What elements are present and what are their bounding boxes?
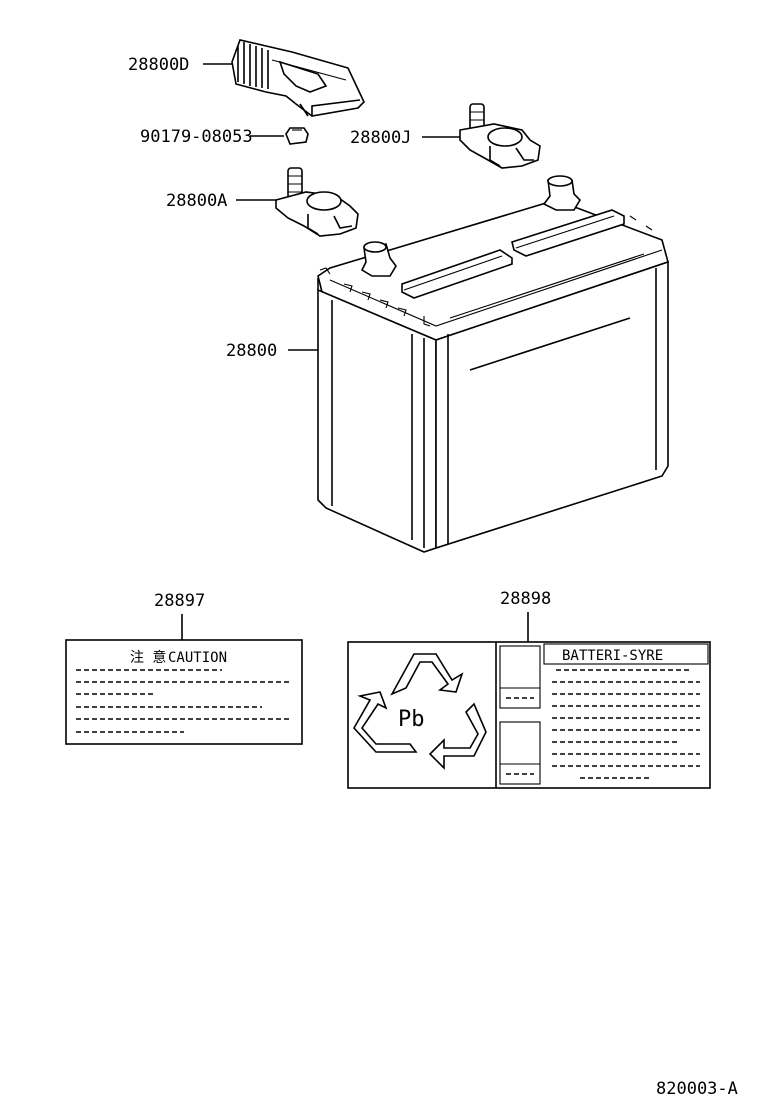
terminal-cover-part [231, 39, 365, 117]
terminal-j-part [459, 103, 541, 169]
terminal-a-part [275, 167, 359, 237]
nut-part [285, 127, 309, 145]
terminal-j-part-label: 28800J [350, 128, 411, 148]
battery-part [317, 175, 669, 553]
caution-label-part-label: 28897 [154, 591, 205, 611]
caution-label-part: 注 意 CAUTION [65, 639, 303, 745]
cover-part-label: 28800D [128, 55, 189, 75]
caution-kanji: 注 意 [130, 649, 166, 666]
nut-part-label: 90179-08053 [140, 127, 253, 147]
battery-part-label: 28800 [226, 341, 277, 361]
figure-code: 820003-A [656, 1079, 738, 1099]
recycle-icon [353, 653, 487, 770]
terminal-a-part-label: 28800A [166, 191, 227, 211]
caution-text: CAUTION [168, 650, 227, 666]
lead-symbol: Pb [398, 707, 425, 732]
batteri-syre-heading: BATTERI-SYRE [562, 648, 663, 664]
recycle-label-part: Pb BATTERI-SYRE [347, 641, 711, 789]
recycle-label-part-label: 28898 [500, 589, 551, 609]
